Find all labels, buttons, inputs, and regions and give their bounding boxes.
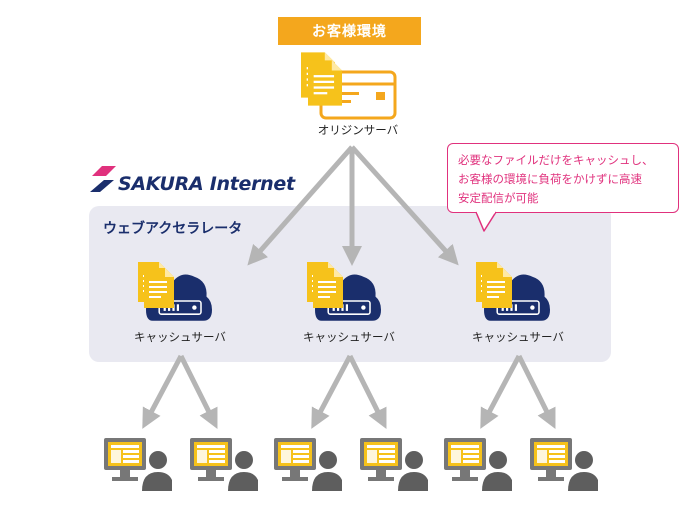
callout-tail <box>475 211 497 232</box>
cache-server-icon <box>476 262 550 322</box>
cache-server-icon <box>307 262 381 322</box>
callout-box: 必要なファイルだけをキャッシュし、 お客様の環境に負荷をかけずに高速 安定配信が… <box>447 143 679 213</box>
pc-user-icon <box>274 438 342 491</box>
pc-user-icon <box>444 438 512 491</box>
sakura-logo-mark <box>90 166 116 192</box>
client-pc-user-icons <box>104 438 598 491</box>
pc-user-icon <box>190 438 258 491</box>
pc-user-icon <box>104 438 172 491</box>
web-accelerator-label: ウェブアクセラレータ <box>103 221 243 237</box>
callout-line-3: 安定配信が可能 <box>458 191 539 205</box>
origin-server-icon <box>301 52 397 120</box>
callout-line-1: 必要なファイルだけをキャッシュし、 <box>458 153 654 167</box>
callout-line-2: お客様の環境に負荷をかけずに高速 <box>458 172 642 186</box>
cache-to-client-arrows <box>142 354 556 429</box>
pc-user-icon <box>530 438 598 491</box>
cache-server-icon <box>138 262 212 322</box>
sakura-internet-logo-text: SAKURA Internet <box>118 173 295 195</box>
origin-to-cache-arrows <box>247 145 459 266</box>
cache-server-label: キャッシュサーバ <box>303 330 395 344</box>
customer-environment-label: お客様環境 <box>278 17 421 45</box>
cache-server-label: キャッシュサーバ <box>134 330 226 344</box>
cache-server-label: キャッシュサーバ <box>472 330 564 344</box>
origin-server-label: オリジンサーバ <box>317 123 399 137</box>
pc-user-icon <box>360 438 428 491</box>
